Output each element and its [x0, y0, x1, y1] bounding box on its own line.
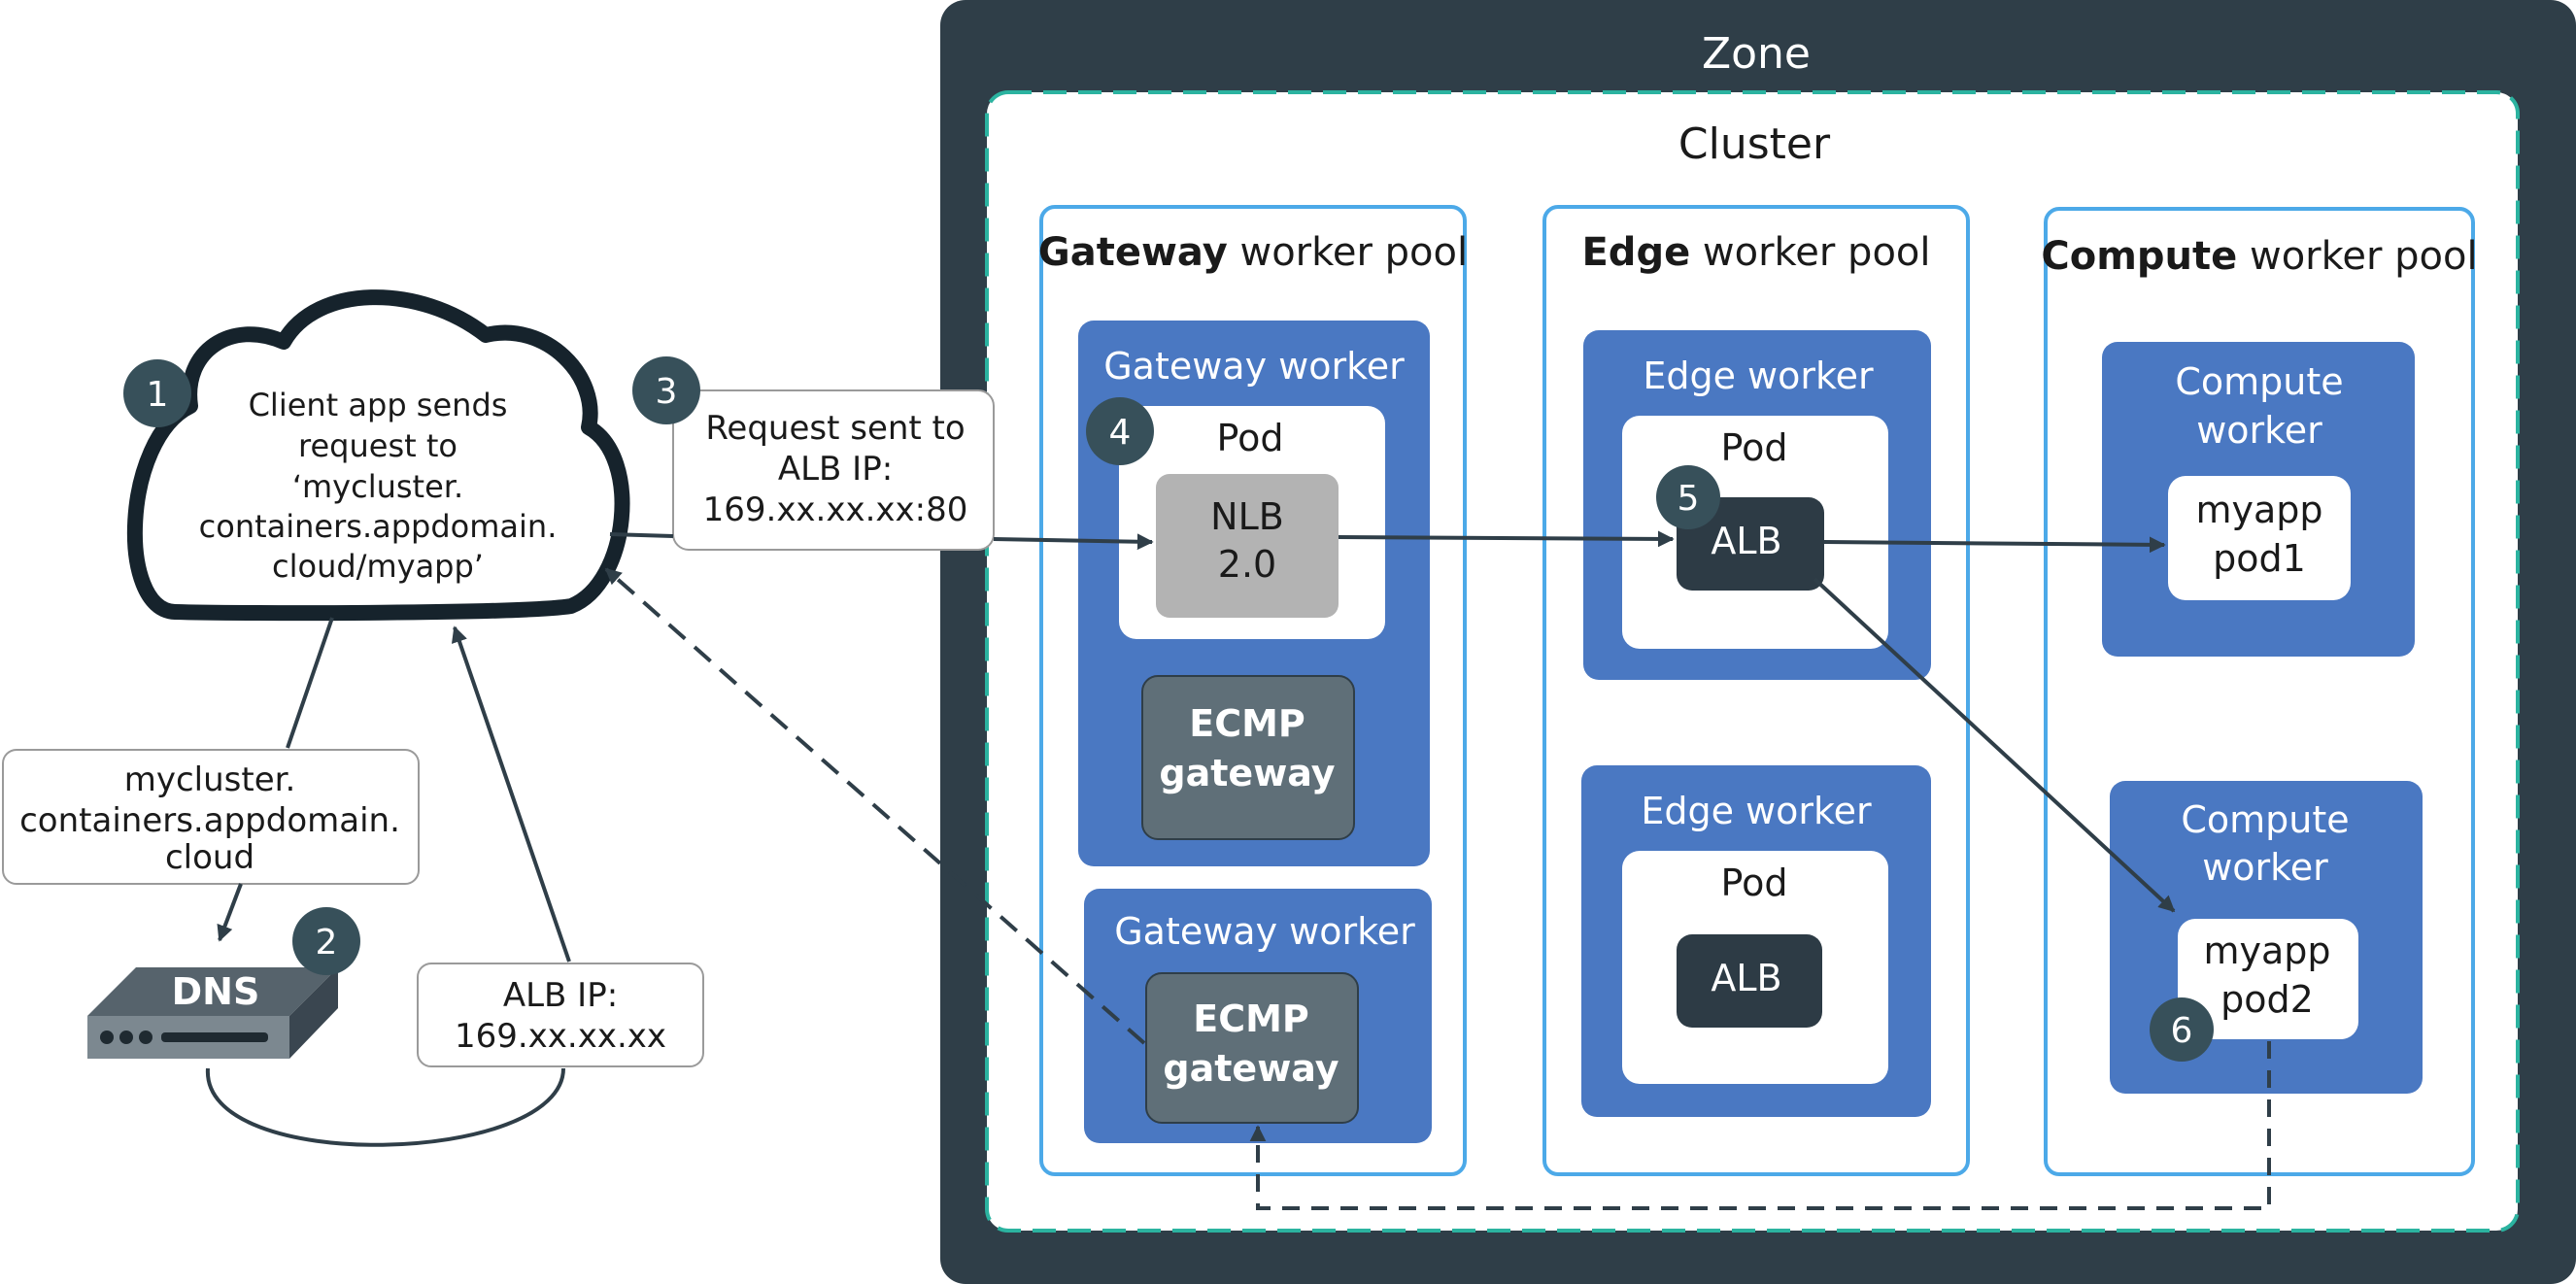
dns-response-loop	[205, 1067, 565, 1147]
nlb-label: NLB	[1210, 495, 1284, 538]
nlb-to-alb-arrow	[1338, 530, 1675, 548]
dns-device-top	[87, 967, 338, 1016]
request-line: Request sent to	[705, 409, 965, 448]
myapp-pod2	[2178, 919, 2358, 1039]
dns-query-line: mycluster.	[124, 760, 296, 799]
compute-pool-title: Compute worker pool	[2041, 234, 2477, 279]
ecmp-gateway-1-line1: ECMP	[1189, 702, 1305, 745]
gateway-pod-label: Pod	[1217, 417, 1284, 459]
dns-slot	[161, 1032, 268, 1042]
cloud-text-line: cloud/myapp’	[272, 548, 484, 585]
alb-to-pod1-arrow	[1823, 536, 2166, 554]
alb-ip-line: 169.xx.xx.xx	[455, 1017, 666, 1056]
dns-led	[119, 1031, 133, 1044]
ecmp-return-arrow	[604, 567, 1146, 1045]
nlb-box	[1156, 474, 1339, 618]
dns-query-box	[2, 749, 420, 885]
alb-to-pod2-arrow	[1813, 577, 2176, 913]
gateway-worker-2-label: Gateway worker	[1114, 910, 1415, 953]
step-badge-2: 2	[292, 907, 360, 975]
gateway-pool-title: Gateway worker pool	[1038, 230, 1468, 275]
myapp-pod1-line1: myapp	[2195, 489, 2322, 531]
alb-box-2	[1677, 934, 1822, 1028]
edge-worker-1-label: Edge worker	[1643, 355, 1874, 397]
ecmp-gateway-1-line2: gateway	[1159, 752, 1335, 794]
edge-pod-1-label: Pod	[1721, 426, 1788, 469]
cloud-text-line: containers.appdomain.	[199, 508, 558, 545]
svg-text:6: 6	[2171, 1011, 2193, 1051]
dns-query-to-dns-arrow	[217, 883, 243, 942]
gateway-worker-1-label: Gateway worker	[1103, 345, 1405, 388]
request-to-nlb-arrow	[993, 533, 1154, 551]
myapp-pod2-line1: myapp	[2203, 929, 2330, 972]
alb-1-label: ALB	[1711, 520, 1781, 562]
alb-2-label: ALB	[1711, 957, 1781, 999]
request-box	[672, 389, 995, 551]
alb-ip-response-arrow	[451, 625, 571, 963]
dns-led	[100, 1031, 114, 1044]
edge-worker-2-label: Edge worker	[1641, 790, 1872, 832]
step-badge-5: 5	[1656, 465, 1720, 529]
cloud-to-dns-query-line	[286, 617, 334, 749]
alb-box-1	[1677, 497, 1824, 591]
cloud-text-line: ‘mycluster.	[292, 468, 463, 505]
ecmp-gateway-2	[1145, 972, 1359, 1124]
cloud-text-line: request to	[298, 427, 458, 464]
myapp-pod1-line2: pod1	[2213, 537, 2306, 580]
compute-worker-2-line1: Compute	[2181, 798, 2349, 841]
request-line: 169.xx.xx.xx:80	[703, 490, 968, 529]
alb-ip-box	[417, 963, 704, 1067]
compute-worker-1-line1: Compute	[2175, 360, 2343, 403]
step-badge-4: 4	[1086, 397, 1154, 465]
step-badge-6: 6	[2150, 997, 2214, 1062]
edge-pool-title: Edge worker pool	[1581, 230, 1930, 275]
dns-device: DNS	[87, 967, 338, 1059]
nlb-version: 2.0	[1218, 543, 1276, 586]
svg-text:4: 4	[1109, 413, 1132, 453]
ecmp-gateway-2-line1: ECMP	[1193, 997, 1309, 1040]
svg-text:2: 2	[316, 923, 338, 963]
cluster-label: Cluster	[1678, 119, 1831, 169]
step-badge-1: 1	[123, 359, 191, 427]
dns-device-side	[289, 967, 338, 1059]
step-badge-3: 3	[632, 356, 700, 424]
cloud-to-request-line	[609, 532, 674, 538]
myapp-pod2-line2: pod2	[2220, 978, 2314, 1021]
dns-query-line: cloud	[165, 838, 254, 877]
edge-pod-2-label: Pod	[1721, 862, 1788, 904]
svg-text:5: 5	[1678, 479, 1700, 519]
client-cloud	[126, 289, 630, 622]
compute-worker-1-line2: worker	[2196, 409, 2322, 452]
svg-text:1: 1	[147, 375, 169, 415]
alb-ip-line: ALB IP:	[503, 976, 618, 1015]
connectors	[205, 530, 2271, 1210]
client-cloud-text: Client app sends request to ‘mycluster. …	[199, 387, 558, 585]
dns-query-line: containers.appdomain.	[19, 801, 400, 840]
cloud-text-line: Client app sends	[249, 387, 508, 423]
ecmp-gateway-1	[1141, 675, 1355, 840]
svg-text:3: 3	[656, 372, 678, 412]
dns-led	[139, 1031, 153, 1044]
compute-worker-2-line2: worker	[2202, 846, 2328, 889]
pod2-to-ecmp-return-path	[1249, 1041, 2271, 1210]
dns-label: DNS	[172, 970, 260, 1013]
request-line: ALB IP:	[778, 450, 893, 489]
ecmp-gateway-2-line2: gateway	[1163, 1047, 1339, 1090]
myapp-pod1	[2168, 476, 2351, 600]
zone-label: Zone	[1702, 29, 1811, 79]
